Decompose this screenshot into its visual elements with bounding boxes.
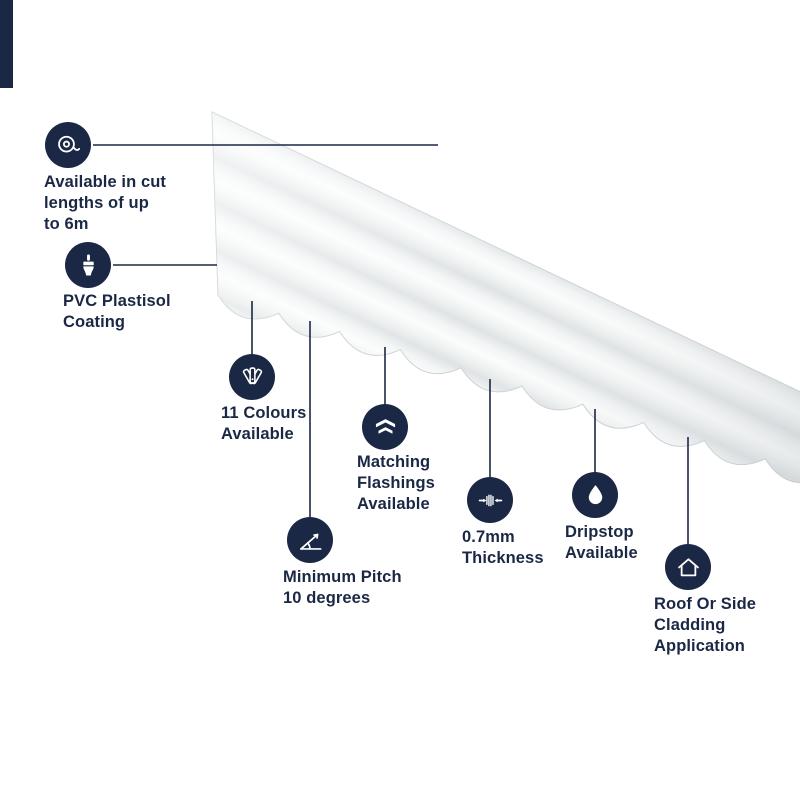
colour-fan-icon <box>242 366 262 384</box>
page-edge-decoration <box>0 0 13 88</box>
callout-label-colours: 11 Colours Available <box>221 404 307 443</box>
callout-label-cladding: Roof Or Side Cladding Application <box>654 595 757 655</box>
callout-icon-colours <box>229 354 275 400</box>
callout-label-dripstop: Dripstop Available <box>565 523 638 562</box>
paint-brush-icon <box>82 253 94 276</box>
sheet-shading <box>212 112 800 483</box>
callout-icon-dripstop <box>572 472 618 518</box>
callout-icon-thickness <box>467 477 513 523</box>
house-icon <box>677 557 699 576</box>
pitch-angle-icon <box>299 533 321 550</box>
callout-label-thickness: 0.7mm Thickness <box>462 528 544 567</box>
thickness-icon <box>478 494 502 506</box>
callout-label-flashings: Matching Flashings Available <box>357 453 435 513</box>
callout-label-cut-lengths: Available in cut lengths of up to 6m <box>44 173 167 233</box>
callout-icon-cladding <box>665 544 711 590</box>
water-drop-icon <box>588 484 602 504</box>
tape-measure-icon <box>57 135 80 152</box>
callout-icon-cut-lengths <box>45 122 91 168</box>
callout-icon-coating <box>65 242 111 288</box>
callout-icon-flashings <box>362 404 408 450</box>
callout-label-coating: PVC Plastisol Coating <box>63 292 171 331</box>
callout-icon-pitch <box>287 517 333 563</box>
callout-label-pitch: Minimum Pitch 10 degrees <box>283 568 402 607</box>
flashing-icon <box>375 418 395 434</box>
